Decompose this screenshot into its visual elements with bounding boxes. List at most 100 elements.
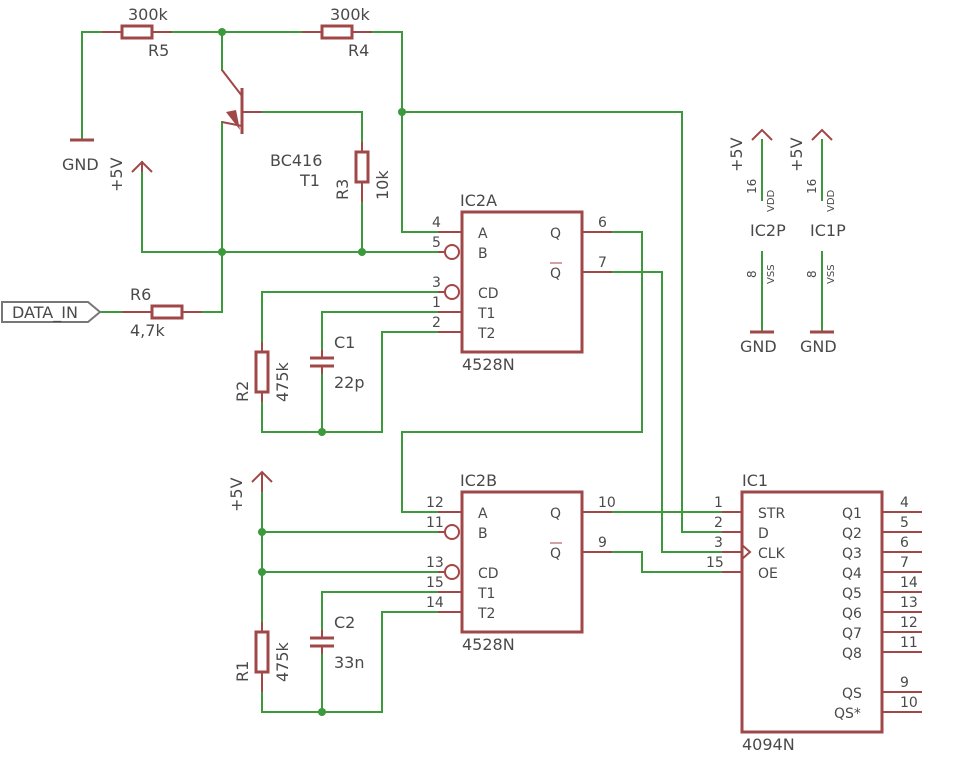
- svg-text:3: 3: [714, 535, 723, 551]
- svg-text:+5V: +5V: [107, 157, 126, 192]
- r3-ref: R3: [333, 179, 352, 200]
- ic2b[interactable]: IC2B 4528N 12 11 13 15 14 10 9 A B CD T1…: [426, 471, 616, 654]
- ic1p-power[interactable]: +5V 16 VDD IC1P 8 VSS GND: [787, 128, 846, 356]
- svg-text:Q3: Q3: [842, 546, 862, 562]
- wire-r4-ic2a-a: [371, 31, 439, 233]
- svg-text:GND: GND: [740, 337, 777, 356]
- svg-text:2: 2: [432, 315, 441, 331]
- svg-text:4: 4: [900, 495, 909, 511]
- svg-text:CD: CD: [478, 566, 499, 582]
- r6-ref: R6: [130, 285, 151, 304]
- svg-text:VDD: VDD: [766, 189, 777, 212]
- resistor-r2[interactable]: R2 475k: [233, 342, 292, 402]
- wire-5v-ic2a-b: [141, 161, 445, 253]
- svg-text:Q: Q: [550, 266, 561, 282]
- svg-text:5: 5: [432, 235, 441, 251]
- wire-ic2a-q-ic2b-a: [401, 231, 643, 513]
- ic2a-ref: IC2A: [460, 191, 497, 210]
- svg-text:5: 5: [900, 515, 909, 531]
- capacitor-c2[interactable]: C2 33n: [310, 613, 365, 672]
- svg-text:Q4: Q4: [842, 566, 862, 582]
- svg-text:T2: T2: [477, 606, 495, 622]
- data-in-label: DATA_IN: [12, 303, 78, 323]
- r2-value: 475k: [273, 361, 292, 402]
- r5-value: 300k: [128, 5, 169, 24]
- junction-dot: [218, 28, 226, 36]
- resistor-r4[interactable]: 300k R4: [302, 5, 372, 60]
- svg-text:10: 10: [598, 495, 616, 511]
- r3-value: 10k: [373, 170, 392, 200]
- junction-dot: [398, 108, 406, 116]
- resistor-r1[interactable]: R1 475k: [233, 622, 292, 692]
- svg-text:16: 16: [745, 179, 759, 194]
- svg-text:15: 15: [426, 575, 444, 591]
- r1-value: 475k: [273, 641, 292, 682]
- svg-text:8: 8: [805, 270, 819, 278]
- r4-ref: R4: [348, 41, 369, 60]
- ic2a-value: 4528N: [462, 355, 515, 374]
- svg-text:Q: Q: [550, 546, 561, 562]
- svg-text:B: B: [478, 246, 488, 262]
- ic2b-value: 4528N: [462, 635, 515, 654]
- svg-text:OE: OE: [758, 566, 778, 582]
- wire-r2-t2: [261, 331, 439, 433]
- svg-text:14: 14: [426, 595, 444, 611]
- svg-text:Q8: Q8: [842, 646, 862, 662]
- ic2a[interactable]: IC2A 4528N 4 5 3 1 2 6 7 A B CD T1 T2 Q …: [432, 191, 612, 374]
- svg-text:1: 1: [714, 495, 723, 511]
- svg-text:6: 6: [900, 535, 909, 551]
- svg-text:T2: T2: [477, 326, 495, 342]
- wires: [81, 31, 823, 713]
- capacitor-c1[interactable]: C1 22p: [310, 333, 365, 392]
- junction-dot: [258, 568, 266, 576]
- t1-value: BC416: [270, 151, 322, 170]
- ic1p-ref: IC1P: [810, 221, 846, 240]
- resistor-r5[interactable]: 300k R5: [102, 5, 172, 60]
- svg-text:CLK: CLK: [758, 546, 786, 562]
- svg-text:A: A: [478, 506, 488, 522]
- resistor-r3[interactable]: R3 10k: [333, 142, 392, 202]
- ic1[interactable]: IC1 4094N 1 2 3 15 STR D CLK OE 4 5 6 7 …: [706, 471, 922, 754]
- svg-text:6: 6: [598, 215, 607, 231]
- svg-text:QS: QS: [842, 686, 862, 702]
- svg-text:13: 13: [426, 555, 444, 571]
- svg-text:QS*: QS*: [834, 706, 861, 722]
- wire-ic2a-qn-ic1-clk: [581, 271, 735, 553]
- transistor-t1[interactable]: BC416 T1: [221, 69, 322, 190]
- svg-text:Q6: Q6: [842, 606, 862, 622]
- svg-text:Q2: Q2: [842, 526, 862, 542]
- ic1-ref: IC1: [742, 471, 768, 490]
- svg-text:8: 8: [745, 270, 759, 278]
- wire-to-ic1-d: [401, 111, 723, 533]
- svg-text:1: 1: [432, 295, 441, 311]
- junctions: [218, 28, 406, 716]
- svg-text:14: 14: [900, 575, 918, 591]
- svg-text:7: 7: [598, 255, 607, 271]
- ic2b-ref: IC2B: [460, 471, 497, 490]
- svg-text:2: 2: [714, 515, 723, 531]
- resistor-r6[interactable]: R6 4,7k: [122, 285, 202, 340]
- vcc-symbol: +5V: [107, 157, 153, 192]
- svg-text:Q: Q: [550, 506, 561, 522]
- c2-value: 33n: [334, 653, 365, 672]
- wire-t1-r3: [261, 111, 363, 143]
- data-in-port[interactable]: DATA_IN: [1, 301, 102, 323]
- svg-text:A: A: [478, 226, 488, 242]
- r6-value: 4,7k: [130, 321, 165, 340]
- t1-ref: T1: [299, 171, 320, 190]
- r2-ref: R2: [233, 381, 252, 402]
- c1-value: 22p: [334, 373, 365, 392]
- svg-text:VSS: VSS: [766, 264, 777, 284]
- svg-text:11: 11: [426, 515, 444, 531]
- svg-text:3: 3: [432, 275, 441, 291]
- svg-text:CD: CD: [478, 286, 499, 302]
- svg-text:Q: Q: [550, 226, 561, 242]
- svg-text:10: 10: [900, 695, 918, 711]
- svg-text:4: 4: [432, 215, 441, 231]
- svg-text:Q1: Q1: [842, 506, 862, 522]
- svg-text:VSS: VSS: [826, 264, 837, 284]
- ic2p-power[interactable]: +5V 16 VDD IC2P 8 VSS GND: [727, 128, 786, 356]
- wire-r1-t2: [261, 611, 439, 713]
- gnd-symbol: GND: [62, 138, 99, 174]
- svg-text:11: 11: [900, 635, 918, 651]
